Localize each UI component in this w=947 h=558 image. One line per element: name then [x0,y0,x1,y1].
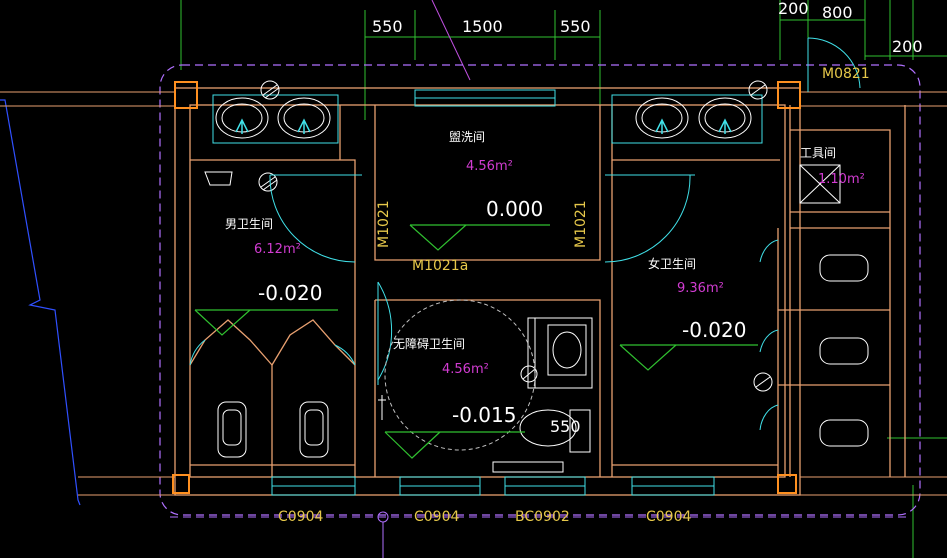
elevation-markers [194,224,758,459]
window-label-1: C0904 [278,509,323,525]
dim-top-far-1: 200 [778,0,809,18]
room-tool-name: 工具间 [800,146,836,160]
room-wash-name: 盥洗间 [449,130,485,144]
room-accessible-name: 无障碍卫生间 [393,336,465,351]
window-label-3: BC0902 [515,509,570,525]
elevation-accessible: -0.015 [452,403,516,427]
roof-outline [159,64,921,516]
elevation-men: -0.020 [258,281,322,305]
exterior-lines [0,91,947,496]
dim-top-far-2: 800 [822,3,853,22]
elevation-wash: 0.000 [486,197,543,221]
leader-line [431,0,471,81]
walls [174,87,906,496]
door-label-tool: M0821 [822,66,870,82]
dim-top-left: 550 [372,17,403,36]
turning-circle [384,299,536,451]
room-tool-area: 1.10m² [818,172,865,187]
door-label-right: M1021 [573,200,589,248]
dim-inner: 550 [550,417,581,436]
door-swings [189,37,861,431]
axis-grid-lines [180,0,947,558]
dim-top-right: 550 [560,17,591,36]
dim-top-mid: 1500 [462,17,503,36]
window-label-2: C0904 [414,509,459,525]
grab-bars [378,317,593,473]
room-men-name: 男卫生间 [225,217,273,231]
room-wash-area: 4.56m² [466,159,513,174]
windows [212,89,763,496]
door-label-left: M1021 [376,200,392,248]
window-label-4: C0904 [646,509,691,525]
room-accessible-area: 4.56m² [442,362,489,377]
toilet-fixtures [204,164,869,458]
dim-top-far-3: 200 [892,37,923,56]
faucets [235,118,732,134]
left-slope-element [0,99,81,506]
axis-bubble [377,511,389,558]
elevation-women: -0.020 [682,318,746,342]
door-label-center: M1021a [412,258,468,274]
columns [172,81,801,494]
room-women-name: 女卫生间 [648,256,696,271]
room-men-area: 6.12m² [254,242,301,257]
room-women-area: 9.36m² [677,281,724,296]
